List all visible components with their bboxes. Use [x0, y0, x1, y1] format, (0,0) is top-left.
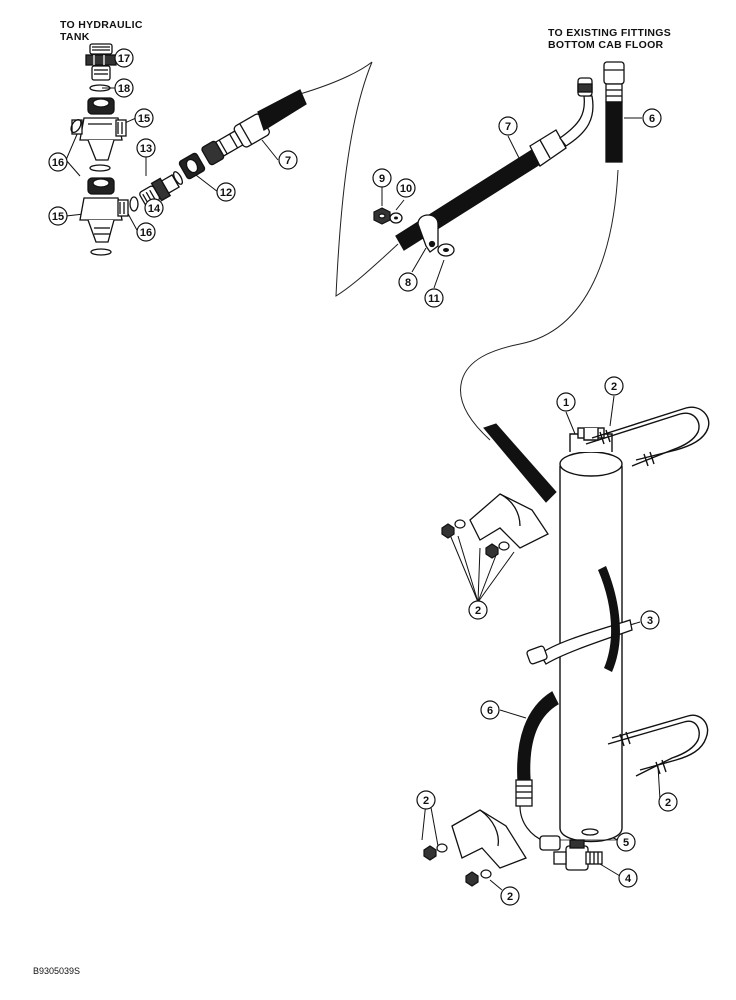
svg-text:16: 16	[140, 227, 152, 239]
hydraulic-tank-note-line1: TO HYDRAULIC	[60, 19, 143, 31]
svg-text:1: 1	[563, 397, 569, 409]
cab-floor-note: TO EXISTING FITTINGS BOTTOM CAB FLOOR	[548, 27, 671, 51]
callout-3: 3	[640, 610, 660, 630]
svg-text:10: 10	[400, 183, 412, 195]
callout-7-left: 7	[278, 150, 298, 170]
svg-text:2: 2	[611, 381, 617, 393]
nuts-washers-upper	[441, 519, 510, 559]
svg-text:5: 5	[623, 837, 629, 849]
u-bolt-2-lower	[607, 714, 709, 777]
svg-text:2: 2	[665, 797, 671, 809]
svg-text:7: 7	[505, 121, 511, 133]
svg-text:3: 3	[647, 615, 653, 627]
callout-7-middle: 7	[498, 116, 518, 136]
svg-text:8: 8	[405, 277, 411, 289]
svg-text:2: 2	[507, 891, 513, 903]
tee-fitting-15-upper	[71, 97, 127, 161]
callout-4: 4	[618, 868, 638, 888]
hydraulic-tank-note: TO HYDRAULIC TANK	[60, 19, 143, 43]
o-ring-5	[581, 828, 599, 836]
svg-text:17: 17	[118, 53, 130, 65]
callout-16-lower: 16	[136, 222, 156, 242]
o-ring-18	[89, 84, 111, 92]
nut-9	[373, 207, 391, 225]
svg-text:13: 13	[140, 143, 152, 155]
nuts-washers-lower	[423, 843, 492, 887]
callout-12: 12	[216, 182, 236, 202]
callout-18: 18	[114, 78, 134, 98]
hose-route-curve	[460, 169, 619, 441]
svg-text:18: 18	[118, 83, 130, 95]
svg-text:12: 12	[220, 187, 232, 199]
callout-8: 8	[398, 272, 418, 292]
svg-text:4: 4	[625, 873, 632, 885]
hydraulic-tank-note-line2: TANK	[60, 31, 90, 43]
o-ring-16-upper-left	[70, 118, 82, 134]
callout-15-lower: 15	[48, 206, 68, 226]
svg-text:2: 2	[423, 795, 429, 807]
svg-text:6: 6	[649, 113, 655, 125]
bracket-lower	[451, 809, 527, 869]
hose-6-lower	[515, 691, 561, 851]
svg-text:6: 6	[487, 705, 493, 717]
cab-floor-note-line1: TO EXISTING FITTINGS	[548, 27, 672, 39]
callout-5: 5	[616, 832, 636, 852]
drawing-code: B9305039S	[33, 966, 81, 976]
svg-text:11: 11	[428, 293, 440, 305]
svg-text:2: 2	[475, 605, 481, 617]
svg-text:15: 15	[138, 113, 150, 125]
o-ring-16-bottom	[90, 248, 112, 256]
svg-text:7: 7	[285, 155, 291, 167]
accumulator-cylinder-1	[559, 427, 623, 843]
routing-curves	[299, 61, 619, 441]
callout-9: 9	[372, 168, 392, 188]
o-ring-14	[172, 171, 184, 185]
elbow-fitting-4	[553, 839, 603, 871]
nut-12	[178, 152, 206, 180]
callout-2-nuts-lower: 2	[500, 886, 520, 906]
svg-text:15: 15	[52, 211, 64, 223]
callout-13: 13	[136, 138, 156, 158]
callout-17: 17	[114, 48, 134, 68]
cab-floor-note-line2: BOTTOM CAB FLOOR	[548, 39, 664, 51]
callout-6-upper: 6	[642, 108, 662, 128]
svg-text:14: 14	[148, 203, 161, 215]
o-ring-16-middle	[89, 164, 111, 172]
u-bolt-2-upper	[585, 406, 710, 467]
clamp-8	[417, 214, 439, 253]
bracket-upper	[469, 493, 549, 549]
tee-fitting-15-lower	[79, 177, 129, 243]
callout-11: 11	[424, 288, 444, 308]
svg-text:16: 16	[52, 157, 64, 169]
hose-6-curved-segment	[483, 423, 557, 503]
o-ring-16-lower-right	[129, 196, 139, 212]
svg-text:9: 9	[379, 173, 385, 185]
callout-14: 14	[144, 198, 164, 218]
callout-10: 10	[396, 178, 416, 198]
callout-6-lower: 6	[480, 700, 500, 720]
callout-16-upper: 16	[48, 152, 68, 172]
fitting-17-adapter	[85, 43, 117, 81]
callout-2-upper: 2	[604, 376, 624, 396]
callout-2-bracket-upper: 2	[468, 600, 488, 620]
callout-15-upper: 15	[134, 108, 154, 128]
strap-3	[526, 619, 633, 665]
washer-10-hole	[394, 216, 398, 220]
callout-2-lower-ubolt: 2	[658, 792, 678, 812]
hose-7-left	[201, 89, 307, 166]
group-boundary-curve	[299, 61, 399, 297]
callout-1: 1	[556, 392, 576, 412]
callout-2-bracket-lower: 2	[416, 790, 436, 810]
hose-curve-mid	[598, 566, 620, 672]
washer-11-hole	[443, 248, 449, 252]
hose-6-upper	[603, 61, 625, 163]
